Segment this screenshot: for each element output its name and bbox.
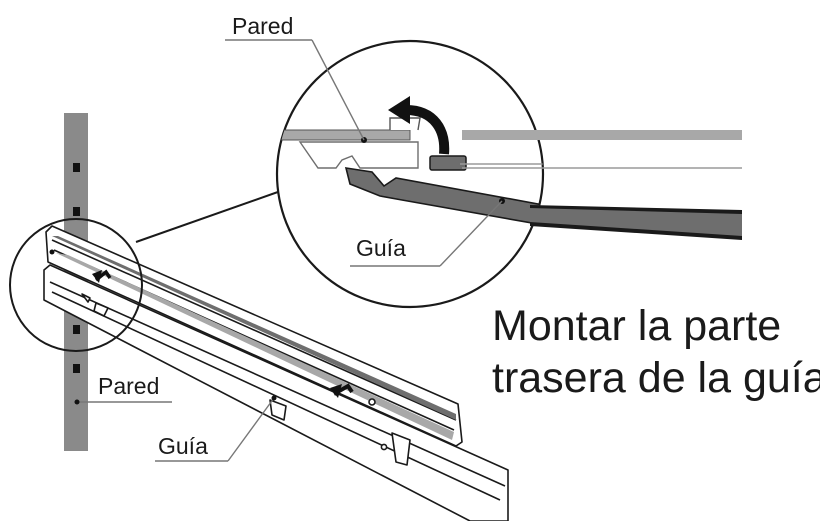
zoom-connector [135, 186, 293, 243]
main-view [43, 113, 509, 521]
leader-lines [77, 39, 503, 462]
zoom-view [275, 39, 545, 309]
caption-line-1: Montar la parte [492, 302, 781, 350]
detail-marker [9, 218, 143, 352]
label-wall-main: Pared [98, 373, 159, 399]
main-curve-arrow-icon [330, 383, 354, 398]
label-wall-zoom: Pared [232, 13, 293, 39]
label-rail-zoom: Guía [356, 235, 406, 261]
zoom-wall-plate [277, 129, 411, 141]
rail-assembly [43, 225, 509, 521]
small-curve-arrow-icon [92, 269, 112, 283]
caption-line-2: trasera de la guía [492, 354, 820, 402]
zoom-rail-extension [462, 130, 742, 240]
label-rail-main: Guía [158, 433, 208, 459]
wall-holes [73, 163, 80, 373]
